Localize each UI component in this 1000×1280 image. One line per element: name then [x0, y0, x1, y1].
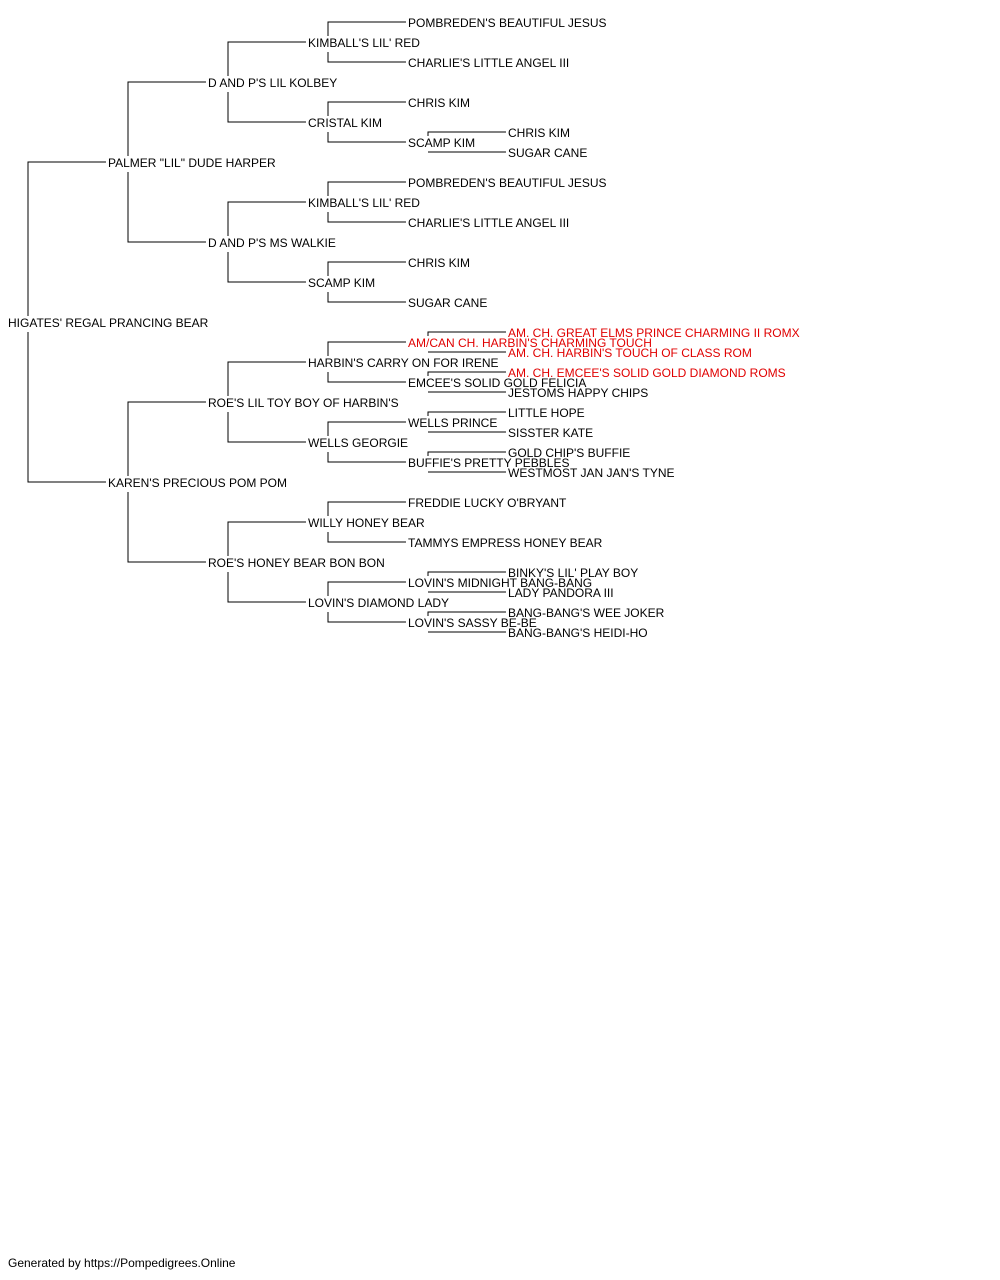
- pedigree-connector: [327, 101, 406, 116]
- great2-grandparent-name: POMBREDEN'S BEAUTIFUL JESUS: [408, 16, 607, 30]
- footer-credit: Generated by https://Pompedigrees.Online: [8, 1256, 236, 1270]
- pedigree-connector: [327, 292, 406, 303]
- pedigree-connector: [127, 492, 206, 563]
- great2-grandparent-name: TAMMYS EMPRESS HONEY BEAR: [408, 536, 603, 550]
- pedigree-connector: [427, 331, 506, 336]
- pedigree-connector: [27, 332, 106, 483]
- great2-grandparent-name: WELLS PRINCE: [408, 416, 497, 430]
- pedigree-connector: [427, 451, 506, 456]
- pedigree-connector: [427, 371, 506, 376]
- great-grandparent-name: WELLS GEORGIE: [308, 436, 408, 450]
- pedigree-connector: [227, 412, 306, 443]
- pedigree-connector: [327, 341, 406, 356]
- great2-grandparent-name: AM/CAN CH. HARBIN'S CHARMING TOUCH: [408, 336, 652, 350]
- great-grandparent-name: KIMBALL'S LIL' RED: [308, 196, 420, 210]
- great-grandparent-name: HARBIN'S CARRY ON FOR IRENE: [308, 356, 499, 370]
- pedigree-connector: [27, 161, 106, 316]
- great2-grandparent-name: POMBREDEN'S BEAUTIFUL JESUS: [408, 176, 607, 190]
- great-grandparent-name: SCAMP KIM: [308, 276, 375, 290]
- great2-grandparent-name: LOVIN'S SASSY BE-BE: [408, 616, 537, 630]
- pedigree-connector: [227, 252, 306, 283]
- pedigree-connector: [227, 572, 306, 603]
- pedigree-connector: [327, 612, 406, 623]
- great2-grandparent-name: SCAMP KIM: [408, 136, 475, 150]
- great-grandparent-name: KIMBALL'S LIL' RED: [308, 36, 420, 50]
- pedigree-connector: [327, 532, 406, 543]
- great2-grandparent-name: BUFFIE'S PRETTY PEBBLES: [408, 456, 569, 470]
- great2-grandparent-name: CHARLIE'S LITTLE ANGEL III: [408, 216, 569, 230]
- pedigree-connector: [227, 92, 306, 123]
- grandparent-name: ROE'S LIL TOY BOY OF HARBIN'S: [208, 396, 399, 410]
- grandparent-name: D AND P'S MS WALKIE: [208, 236, 336, 250]
- great3-grandparent-name: BANG-BANG'S HEIDI-HO: [508, 626, 648, 640]
- great3-grandparent-name: WESTMOST JAN JAN'S TYNE: [508, 466, 675, 480]
- great2-grandparent-name: SUGAR CANE: [408, 296, 487, 310]
- great3-grandparent-name: AM. CH. GREAT ELMS PRINCE CHARMING II RO…: [508, 326, 800, 340]
- subject-name: HIGATES' REGAL PRANCING BEAR: [8, 316, 209, 330]
- great3-grandparent-name: CHRIS KIM: [508, 126, 570, 140]
- great2-grandparent-name: CHARLIE'S LITTLE ANGEL III: [408, 56, 569, 70]
- great2-grandparent-name: EMCEE'S SOLID GOLD FELICIA: [408, 376, 586, 390]
- great-grandparent-name: WILLY HONEY BEAR: [308, 516, 425, 530]
- great3-grandparent-name: BANG-BANG'S WEE JOKER: [508, 606, 665, 620]
- pedigree-connector: [327, 212, 406, 223]
- pedigree-connector: [427, 571, 506, 576]
- pedigree-connector: [227, 521, 306, 556]
- great3-grandparent-name: SUGAR CANE: [508, 146, 587, 160]
- great3-grandparent-name: AM. CH. HARBIN'S TOUCH OF CLASS ROM: [508, 346, 752, 360]
- pedigree-connector: [127, 172, 206, 243]
- parent-name: KAREN'S PRECIOUS POM POM: [108, 476, 287, 490]
- great-grandparent-name: CRISTAL KIM: [308, 116, 382, 130]
- pedigree-connector: [327, 501, 406, 516]
- great3-grandparent-name: JESTOMS HAPPY CHIPS: [508, 386, 648, 400]
- pedigree-connector: [427, 411, 506, 416]
- pedigree-connector: [327, 52, 406, 63]
- great2-grandparent-name: LOVIN'S MIDNIGHT BANG-BANG: [408, 576, 592, 590]
- great-grandparent-name: LOVIN'S DIAMOND LADY: [308, 596, 449, 610]
- pedigree-connector: [427, 611, 506, 616]
- pedigree-connector: [327, 181, 406, 196]
- pedigree-connector: [327, 261, 406, 276]
- great2-grandparent-name: FREDDIE LUCKY O'BRYANT: [408, 496, 567, 510]
- great3-grandparent-name: LADY PANDORA III: [508, 586, 614, 600]
- great3-grandparent-name: AM. CH. EMCEE'S SOLID GOLD DIAMOND ROMS: [508, 366, 786, 380]
- great3-grandparent-name: GOLD CHIP'S BUFFIE: [508, 446, 630, 460]
- pedigree-connector: [227, 361, 306, 396]
- great3-grandparent-name: LITTLE HOPE: [508, 406, 585, 420]
- pedigree-connector: [327, 21, 406, 36]
- pedigree-connector: [327, 581, 406, 596]
- pedigree-connector: [427, 131, 506, 136]
- pedigree-connector: [227, 201, 306, 236]
- great2-grandparent-name: CHRIS KIM: [408, 256, 470, 270]
- pedigree-connector: [327, 452, 406, 463]
- parent-name: PALMER "LIL" DUDE HARPER: [108, 156, 276, 170]
- great3-grandparent-name: BINKY'S LIL' PLAY BOY: [508, 566, 638, 580]
- great2-grandparent-name: CHRIS KIM: [408, 96, 470, 110]
- grandparent-name: D AND P'S LIL KOLBEY: [208, 76, 337, 90]
- pedigree-connector: [327, 421, 406, 436]
- grandparent-name: ROE'S HONEY BEAR BON BON: [208, 556, 385, 570]
- pedigree-connector: [127, 401, 206, 476]
- pedigree-connector: [327, 372, 406, 383]
- pedigree-connector: [227, 41, 306, 76]
- pedigree-connector: [127, 81, 206, 156]
- pedigree-connector: [327, 132, 406, 143]
- great3-grandparent-name: SISSTER KATE: [508, 426, 593, 440]
